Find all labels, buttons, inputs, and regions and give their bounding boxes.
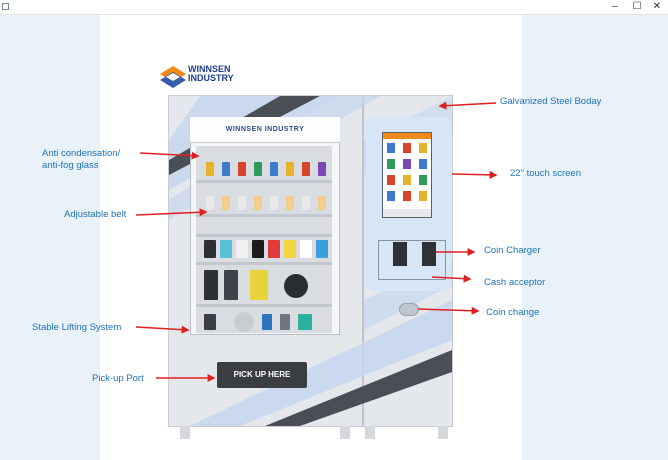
product-item xyxy=(286,196,294,210)
product-item xyxy=(318,196,326,210)
product-item xyxy=(238,196,246,210)
minimize-button[interactable]: – xyxy=(612,1,618,12)
product-item xyxy=(236,240,248,258)
machine-foot xyxy=(340,426,350,439)
product-item xyxy=(270,196,278,210)
product-item xyxy=(204,240,216,258)
product-item xyxy=(204,314,216,330)
logo-text-line1: WINNSEN xyxy=(188,64,231,74)
product-item xyxy=(270,162,278,176)
shelf xyxy=(196,304,332,307)
callout-touchscreen: 22" touch screen xyxy=(510,168,581,179)
callout-glass-line1: Anti condensation/ xyxy=(42,148,121,159)
display-interior xyxy=(196,146,332,333)
product-item xyxy=(298,314,312,330)
machine-foot xyxy=(438,426,448,439)
pick-up-port: PICK UP HERE xyxy=(217,362,307,388)
product-item xyxy=(268,240,280,258)
door-seam xyxy=(362,96,364,426)
touch-screen xyxy=(382,132,432,218)
callout-glass: Anti condensation/ anti-fog glass xyxy=(42,148,120,172)
product-item xyxy=(234,312,254,332)
shelf xyxy=(196,262,332,265)
product-item xyxy=(204,270,218,300)
app-icon xyxy=(2,3,9,10)
coin-change-slot xyxy=(399,303,419,316)
close-button[interactable]: ✕ xyxy=(652,1,662,12)
shelf xyxy=(196,180,332,183)
product-item xyxy=(284,240,296,258)
machine-foot xyxy=(365,426,375,439)
product-item xyxy=(262,314,272,330)
logo-text-line2: INDUSTRY xyxy=(188,73,234,83)
callout-belt: Adjustable belt xyxy=(64,209,127,220)
product-item xyxy=(224,270,238,300)
callout-galvanized: Galvanized Steel Boday xyxy=(500,96,602,107)
machine-foot xyxy=(180,426,190,439)
callout-lifting: Stable Lifting System xyxy=(32,322,122,333)
product-item xyxy=(302,196,310,210)
shelf xyxy=(196,234,332,237)
glass-header: WINNSEN INDUSTRY xyxy=(190,117,340,143)
callout-pickup: Pick-up Port xyxy=(92,373,144,384)
window-titlebar: – ☐ ✕ xyxy=(0,0,668,15)
product-item xyxy=(316,240,328,258)
right-background-panel xyxy=(522,15,668,460)
cash-acceptor-plate xyxy=(378,240,446,280)
callout-glass-line2: anti-fog glass xyxy=(42,160,99,171)
touch-screen-content-icon xyxy=(383,133,431,217)
product-item xyxy=(280,314,290,330)
product-item xyxy=(254,162,262,176)
maximize-button[interactable]: ☐ xyxy=(632,1,642,12)
product-item xyxy=(302,162,310,176)
product-item xyxy=(300,240,312,258)
product-item xyxy=(222,196,230,210)
coin-charger-slot xyxy=(422,242,436,266)
product-item xyxy=(318,162,326,176)
product-item xyxy=(206,196,214,210)
winnsen-logo-mark-icon xyxy=(160,66,186,88)
product-item xyxy=(252,240,264,258)
coin-charger-slot xyxy=(393,242,407,266)
product-item xyxy=(286,162,294,176)
product-item xyxy=(220,240,232,258)
left-background-panel xyxy=(0,15,100,460)
product-item xyxy=(284,274,308,298)
callout-cash-acceptor: Cash acceptor xyxy=(484,277,546,288)
callout-coin-change: Coin change xyxy=(486,307,540,318)
product-item xyxy=(238,162,246,176)
shelf xyxy=(196,214,332,217)
product-item xyxy=(250,270,268,300)
winnsen-logo xyxy=(158,64,248,90)
callout-coin-charger: Coin Charger xyxy=(484,245,541,256)
product-item xyxy=(222,162,230,176)
logo-text: WINNSEN INDUSTRY xyxy=(188,65,234,83)
product-item xyxy=(206,162,214,176)
product-item xyxy=(254,196,262,210)
